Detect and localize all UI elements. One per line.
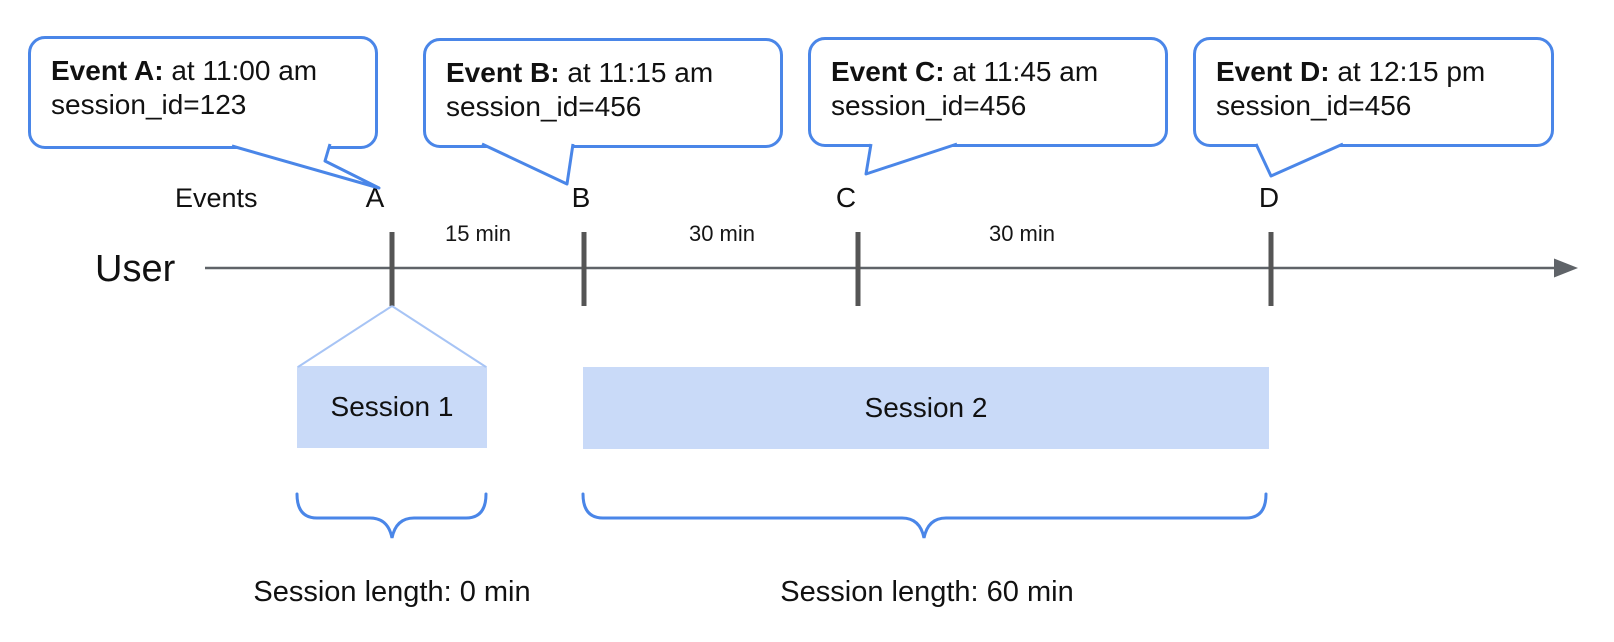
callout-event-d-line1: Event D: at 12:15 pm (1216, 55, 1543, 89)
callout-event-c-time: at 11:45 am (944, 56, 1099, 87)
session-1-label: Session 1 (330, 391, 454, 422)
interval-a-b: 15 min (444, 221, 512, 246)
callout-event-a-session-id: session_id=123 (51, 89, 247, 120)
callout-event-b-title: Event B: (446, 57, 560, 88)
events-axis-label: Events (175, 183, 258, 213)
session-2-length-label: Session length: 60 min (780, 576, 1074, 608)
callout-tail-b (481, 142, 575, 186)
callout-event-d-title: Event D: (1216, 56, 1330, 87)
interval-c-d: 30 min (988, 221, 1056, 246)
session-1-funnel-right-line (391, 305, 487, 368)
callout-tail-a (231, 143, 381, 190)
session-2-brace (581, 492, 1268, 539)
session-1-bar: Session 1 (297, 366, 487, 448)
session-1-length-label: Session length: 0 min (253, 576, 531, 608)
callout-event-a-title: Event A: (51, 55, 164, 86)
callout-tail-c (864, 142, 958, 176)
interval-b-c: 30 min (688, 221, 756, 246)
callout-event-d: Event D: at 12:15 pm session_id=456 (1193, 37, 1554, 147)
callout-event-b-time: at 11:15 am (559, 57, 714, 88)
callout-event-c-line1: Event C: at 11:45 am (831, 55, 1157, 89)
callout-event-a-line1: Event A: at 11:00 am (51, 54, 367, 88)
session-2-bar: Session 2 (583, 367, 1269, 449)
callout-event-c: Event C: at 11:45 am session_id=456 (808, 37, 1168, 147)
session-1-funnel-left-line (297, 305, 393, 368)
callout-event-a: Event A: at 11:00 am session_id=123 (28, 36, 378, 149)
callout-event-a-time: at 11:00 am (163, 55, 318, 86)
timeline-arrowhead-icon (1554, 258, 1578, 278)
user-axis-label: User (95, 248, 176, 290)
callout-event-b-session-id: session_id=456 (446, 91, 642, 122)
callout-event-d-time: at 12:15 pm (1329, 56, 1486, 87)
callout-event-b: Event B: at 11:15 am session_id=456 (423, 38, 783, 148)
event-letter-c: C (835, 182, 857, 213)
callout-tail-d (1254, 142, 1344, 178)
callout-event-d-session-id: session_id=456 (1216, 90, 1412, 121)
session-2-label: Session 2 (864, 392, 988, 423)
callout-event-c-session-id: session_id=456 (831, 90, 1027, 121)
callout-event-c-title: Event C: (831, 56, 945, 87)
session-1-brace (295, 492, 488, 539)
event-letter-d: D (1258, 182, 1280, 213)
callout-event-b-line1: Event B: at 11:15 am (446, 56, 772, 90)
event-letter-a: A (365, 182, 385, 213)
event-letter-b: B (571, 182, 591, 213)
